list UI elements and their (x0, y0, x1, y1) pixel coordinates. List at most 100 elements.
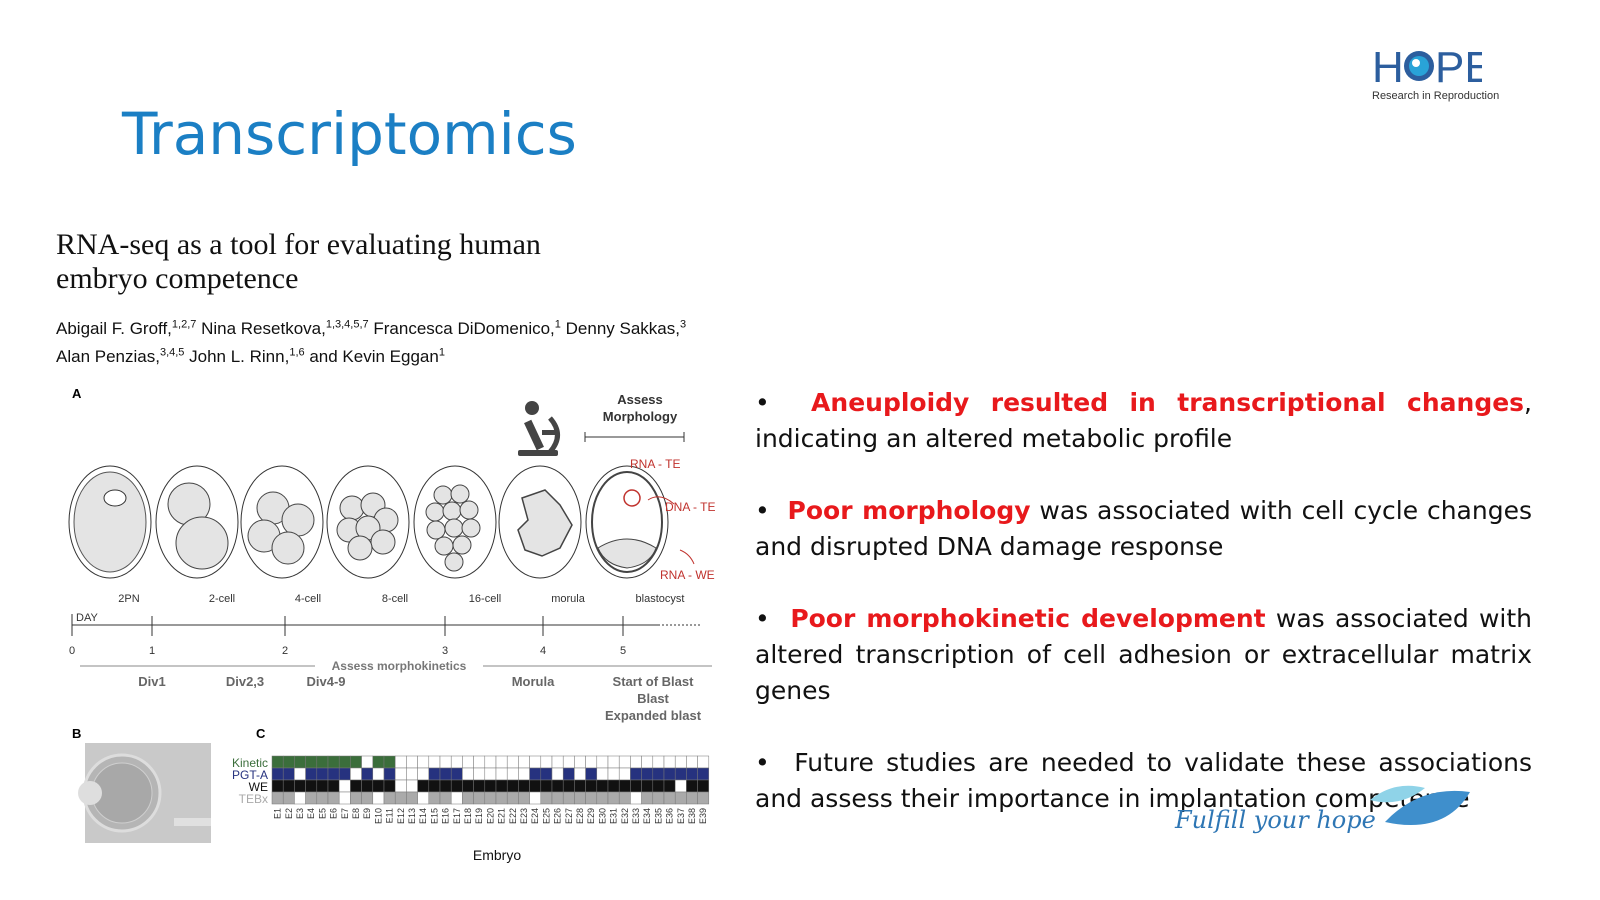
grid-cell-pgta (686, 767, 698, 781)
grid-cell-we (529, 779, 542, 793)
author-list: Abigail F. Groff,1,2,7 Nina Resetkova,1,… (56, 312, 756, 369)
embryo-tick-label: E27 (564, 808, 574, 824)
embryo-photo (78, 743, 211, 843)
dna-te-label: DNA - TE (665, 500, 715, 514)
grid-cell-we (327, 779, 340, 793)
grid-cell-tebx (473, 791, 486, 805)
embryo-tick-label: E30 (597, 808, 607, 824)
milestone: Div4-9 (306, 674, 345, 689)
grid-cell-pgta (585, 767, 598, 781)
embryo-tick-label: E15 (429, 808, 439, 824)
grid-cell-pgta (607, 767, 620, 781)
stage-label: 4-cell (295, 593, 321, 605)
stage-label: 8-cell (382, 593, 408, 605)
embryo-stage-morula (498, 465, 582, 579)
grid-cell-kinetic (607, 755, 620, 769)
grid-cell-kinetic (686, 755, 698, 769)
embryo-tick-label: E34 (642, 808, 652, 824)
milestones: Div1 Div2,3 Div4-9 Morula Start of Blast… (138, 674, 701, 723)
grid-cell-pgta (271, 767, 284, 781)
grid-cell-pgta (540, 767, 553, 781)
grid-cell-kinetic (450, 755, 463, 769)
grid-cell-we (562, 779, 575, 793)
embryo-tick-label: E11 (385, 808, 395, 823)
grid-cell-kinetic (596, 755, 609, 769)
grid-cell-we (585, 779, 598, 793)
grid-cell-pgta (428, 767, 441, 781)
day-number: 1 (149, 645, 155, 657)
grid-cell-tebx (450, 791, 463, 805)
embryo-stage-blastocyst (585, 465, 669, 579)
embryo-stage-2cell (155, 465, 239, 579)
embryo-stage-4cell (240, 465, 324, 579)
panel-b-label: B (72, 726, 81, 741)
day-number: 4 (540, 645, 546, 657)
embryo-tick-label: E5 (317, 808, 327, 819)
grid-cell-kinetic (518, 755, 530, 769)
grid-cell-kinetic (484, 755, 497, 769)
day-ticks (151, 616, 624, 636)
grid-cell-kinetic (562, 755, 575, 769)
author: Denny Sakkas,3 (560, 318, 687, 338)
grid-cell-tebx (540, 791, 553, 805)
grid-cell-tebx (394, 791, 407, 805)
grid-cell-we (428, 779, 441, 793)
day-number: 3 (442, 645, 448, 657)
grid-cell-kinetic (540, 755, 553, 769)
milestone: Div1 (138, 674, 165, 689)
grid-cell-tebx (495, 791, 508, 805)
grid-cell-tebx (529, 791, 542, 805)
grid-row-labels: Kinetic PGT-A WE TEBx (232, 756, 268, 806)
embryo-tick-label: E21 (497, 808, 507, 824)
stage-label: morula (551, 593, 586, 605)
grid-cell-kinetic (495, 755, 508, 769)
grid-cell-tebx (607, 791, 620, 805)
grid-cell-tebx (652, 791, 665, 805)
bullet-item: • Future studies are needed to validate … (755, 748, 1532, 813)
grid-cell-we (607, 779, 620, 793)
grid-row-label-tebx: TEBx (239, 792, 268, 806)
grid-cell-tebx (641, 791, 654, 805)
author: Abigail F. Groff,1,2,7 (56, 318, 197, 338)
grid-cell-pgta (551, 767, 564, 781)
grid-cell-we (417, 779, 430, 793)
grid-cell-tebx (439, 791, 452, 805)
grid-cell-kinetic (473, 755, 486, 769)
leaf-logo-icon (1370, 785, 1470, 826)
day-numbers: 0 1 2 3 4 5 (69, 645, 626, 657)
embryo-tick-label: E7 (340, 808, 350, 819)
grid-cell-tebx (316, 791, 329, 805)
day-number: 0 (69, 645, 75, 657)
embryo-tick-label: E10 (373, 808, 383, 824)
grid-cell-we (641, 779, 654, 793)
grid-cell-kinetic (663, 755, 676, 769)
grid-cell-pgta (641, 767, 654, 781)
grid-cell-kinetic (271, 755, 284, 769)
grid-cell-tebx (663, 791, 676, 805)
rna-te-label: RNA - TE (630, 457, 680, 471)
grid-cell-kinetic (462, 755, 474, 769)
grid-cell-pgta (338, 767, 351, 781)
embryo-tick-label: E26 (553, 808, 563, 824)
grid-cell-we (506, 779, 519, 793)
grid-cell-tebx (596, 791, 609, 805)
logo-eye-inner (1409, 56, 1429, 76)
embryo-tick-label: E39 (698, 808, 708, 824)
grid-cell-pgta (383, 767, 396, 781)
embryo-tick-label: E3 (295, 808, 305, 819)
slogan: Fulfill your hope (1175, 806, 1376, 834)
grid-cell-pgta (574, 767, 586, 781)
grid-cell-pgta (473, 767, 486, 781)
grid-cell-kinetic (641, 755, 654, 769)
grid-cell-tebx (271, 791, 284, 805)
grid-cell-we (450, 779, 463, 793)
assess-morphology-label-1: Assess (617, 392, 663, 407)
grid-cell-pgta (495, 767, 508, 781)
grid-row-label-kinetic: Kinetic (232, 756, 268, 770)
author: and Kevin Eggan1 (304, 346, 445, 367)
grid-cell-kinetic (383, 755, 396, 769)
grid-cell-tebx (697, 791, 710, 805)
embryo-tick-label: E38 (687, 808, 697, 824)
embryo-grid (271, 755, 710, 805)
grid-cell-kinetic (417, 755, 430, 769)
